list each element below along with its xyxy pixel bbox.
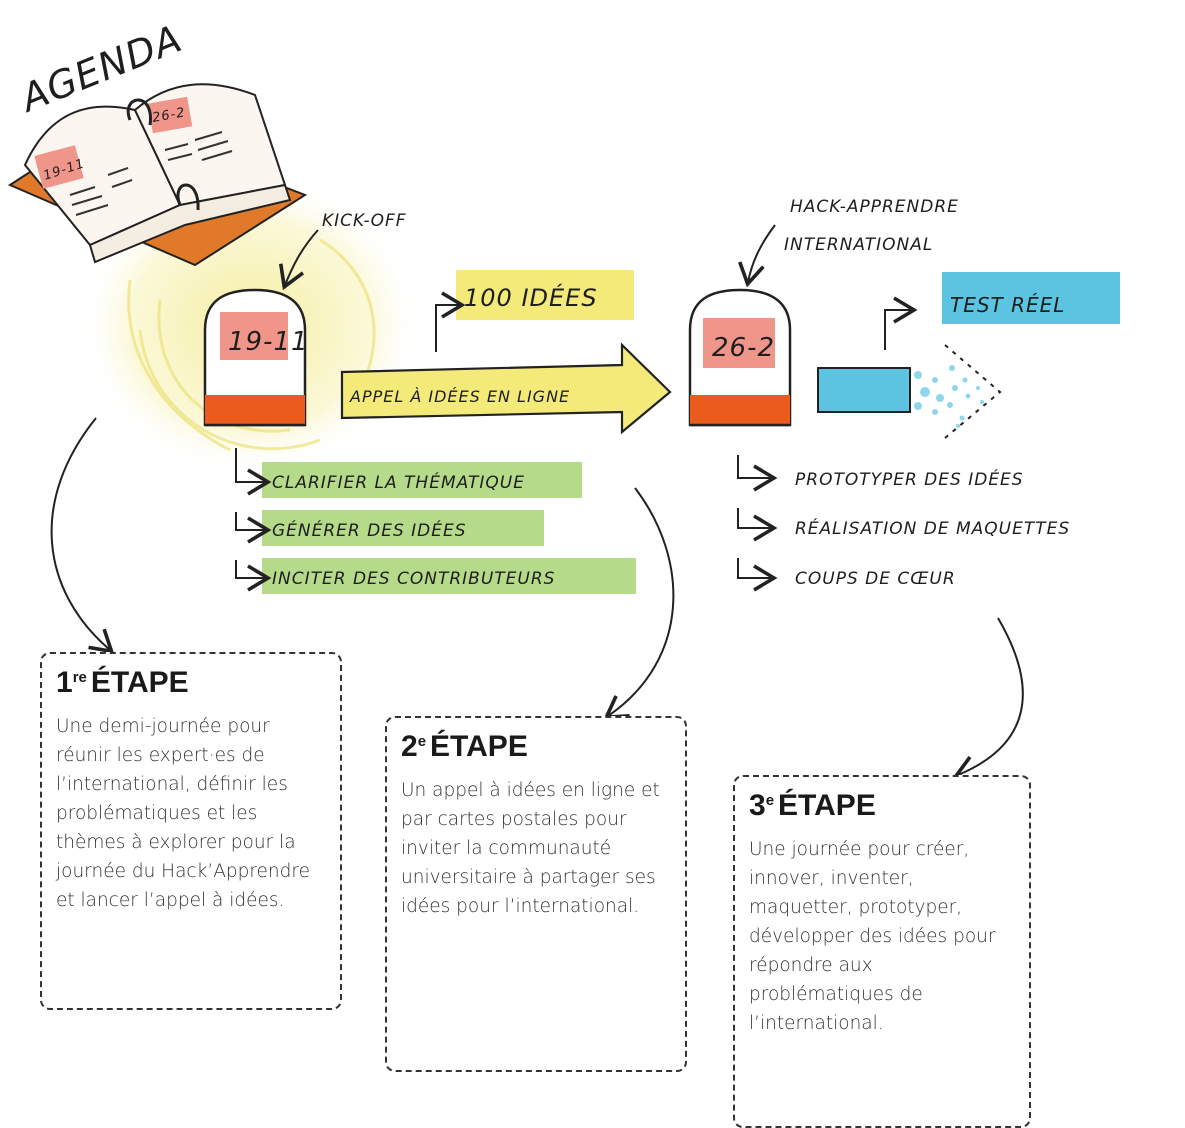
glow-swirls bbox=[127, 238, 376, 452]
test-pointer bbox=[884, 296, 918, 350]
hack-task-2: RÉALISATION DE MAQUETTES bbox=[795, 517, 1070, 539]
hack-label-line2: INTERNATIONAL bbox=[784, 235, 933, 255]
kickoff-tasks: CLARIFIER LA THÉMATIQUE GÉNÉRER DES IDÉE… bbox=[235, 448, 636, 594]
hack-tasks: PROTOTYPER DES IDÉES RÉALISATION DE MAQU… bbox=[737, 455, 1070, 592]
kickoff-label: KICK-OFF bbox=[322, 211, 407, 231]
kickoff-task-2: GÉNÉRER DES IDÉES bbox=[272, 519, 467, 541]
kickoff-task-3: INCITER DES CONTRIBUTEURS bbox=[272, 569, 555, 589]
kickoff-pointer bbox=[278, 229, 319, 291]
step-1-title: ÉTAPE bbox=[90, 666, 189, 699]
test-outcome: TEST RÉEL bbox=[950, 293, 1065, 317]
step-1-suffix: re bbox=[72, 669, 87, 686]
kickoff-stamp: 19-11 bbox=[203, 288, 309, 427]
step-2-title: ÉTAPE bbox=[430, 730, 528, 763]
step-2-number: 2 bbox=[401, 730, 418, 763]
ideas-pointer bbox=[435, 291, 466, 352]
connector-step2 bbox=[603, 487, 675, 720]
step-3-title: ÉTAPE bbox=[778, 789, 876, 822]
step-2-suffix: e bbox=[417, 733, 427, 750]
step-3-number: 3 bbox=[749, 789, 766, 822]
step-3-text: Une journée pour créer, innover, invente… bbox=[749, 839, 996, 1034]
connector-step1 bbox=[50, 417, 115, 654]
hack-task-3: COUPS DE CŒUR bbox=[795, 569, 956, 589]
test-arrow bbox=[817, 344, 1002, 439]
hack-stamp: 26-2 bbox=[688, 288, 792, 427]
step-1-number: 1 bbox=[56, 666, 73, 699]
appel-label: APPEL À IDÉES EN LIGNE bbox=[349, 387, 570, 406]
kickoff-task-1: CLARIFIER LA THÉMATIQUE bbox=[272, 471, 525, 493]
ideas-highlight bbox=[456, 270, 634, 320]
agenda-right-date: 26-2 bbox=[151, 105, 187, 126]
hack-pointer bbox=[738, 224, 776, 288]
agenda-book: 19-11 26-2 bbox=[7, 83, 308, 267]
kickoff-date: 19-11 bbox=[228, 327, 309, 357]
hack-date: 26-2 bbox=[712, 333, 775, 363]
step-1-text: Une demi-journée pour réunir les expert·… bbox=[56, 716, 310, 911]
step-3-suffix: e bbox=[765, 792, 775, 809]
connector-step3 bbox=[952, 617, 1024, 781]
ideas-outcome: 100 IDÉES bbox=[464, 283, 598, 312]
step-2-text: Un appel à idées en ligne et par cartes … bbox=[401, 780, 660, 917]
hack-label-line1: HACK-APPRENDRE bbox=[790, 197, 959, 217]
test-highlight bbox=[942, 272, 1120, 324]
appel-arrow bbox=[340, 342, 672, 435]
hack-task-1: PROTOTYPER DES IDÉES bbox=[795, 468, 1024, 490]
